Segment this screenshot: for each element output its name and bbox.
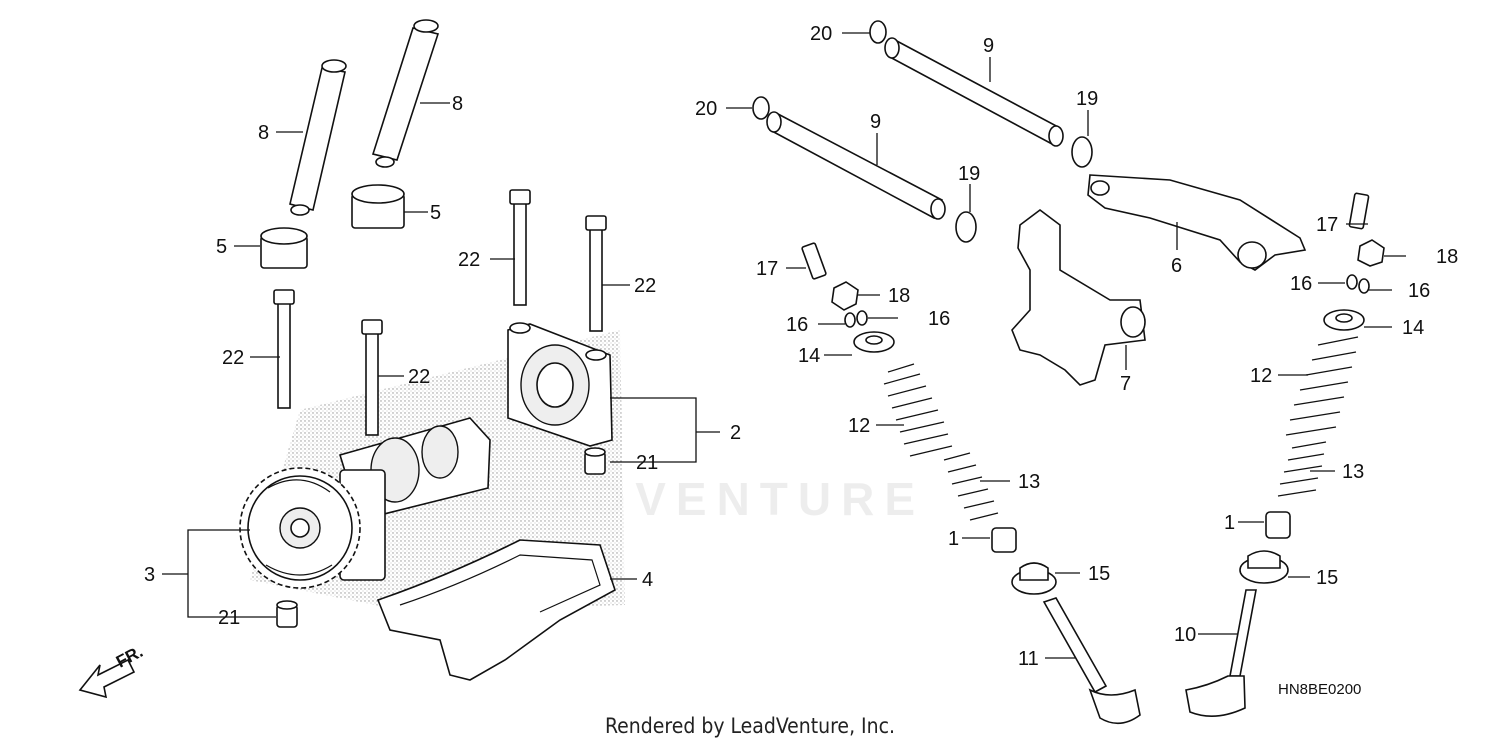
- spring-retainer-left[interactable]: [853, 331, 895, 353]
- callout-8b: 8: [452, 93, 463, 115]
- callout-13a: 13: [1018, 471, 1040, 493]
- rocker-shaft-upper[interactable]: [884, 37, 1064, 147]
- tappet-right[interactable]: [351, 184, 405, 229]
- cotters-right[interactable]: [1346, 274, 1370, 294]
- footer-credit: Rendered by LeadVenture, Inc.: [605, 714, 895, 738]
- inner-spring-right[interactable]: [1277, 441, 1327, 497]
- callout-12b: 12: [1250, 365, 1272, 387]
- dowel-pin-upper[interactable]: [584, 447, 606, 475]
- callout-22d: 22: [408, 366, 430, 388]
- spring-seat-left[interactable]: [1011, 562, 1057, 595]
- callout-5a: 5: [216, 236, 227, 258]
- diagram-code: HN8BE0200: [1278, 681, 1362, 698]
- adjusting-screw-left[interactable]: [801, 242, 827, 280]
- outer-spring-right[interactable]: [1285, 336, 1359, 436]
- callout-10: 10: [1174, 624, 1196, 646]
- valve-stem-seal-right[interactable]: [1265, 511, 1291, 539]
- callout-11: 11: [1018, 648, 1039, 670]
- exhaust-valve[interactable]: [1185, 589, 1257, 717]
- callout-16d: 16: [1408, 280, 1430, 302]
- callout-14b: 14: [1402, 317, 1424, 339]
- washer-lower[interactable]: [752, 96, 770, 120]
- callout-22c: 22: [222, 347, 244, 369]
- callout-16a: 16: [786, 314, 808, 336]
- callout-21b: 21: [218, 607, 240, 629]
- lock-nut-right[interactable]: [1357, 239, 1385, 267]
- callout-15b: 15: [1316, 567, 1338, 589]
- camshaft-holder[interactable]: [507, 322, 613, 447]
- bolt-lower-left[interactable]: [273, 289, 295, 409]
- callout-12a: 12: [848, 415, 870, 437]
- push-rod-left[interactable]: [289, 59, 347, 216]
- callout-22a: 22: [458, 249, 480, 271]
- spring-retainer-right[interactable]: [1323, 309, 1365, 331]
- callout-20b: 20: [695, 98, 717, 120]
- lock-nut-left[interactable]: [831, 281, 859, 311]
- inner-spring-left[interactable]: [943, 452, 999, 521]
- callout-5b: 5: [430, 202, 441, 224]
- callout-19b: 19: [958, 163, 980, 185]
- callout-labels: 8 8 5 5 22 22 22 22 2 21 3 21 4 20 9 20 …: [113, 23, 1458, 672]
- callout-18b: 18: [1436, 246, 1458, 268]
- callout-2: 2: [730, 422, 741, 444]
- o-ring-lower[interactable]: [955, 211, 977, 243]
- callout-14a: 14: [798, 345, 820, 367]
- callout-9a: 9: [983, 35, 994, 57]
- callout-22b: 22: [634, 275, 656, 297]
- rocker-arm-intake[interactable]: [1011, 209, 1146, 386]
- rocker-arm-exhaust[interactable]: [1087, 174, 1307, 271]
- callout-13b: 13: [1342, 461, 1364, 483]
- oil-tray[interactable]: [376, 539, 616, 681]
- cotters-left[interactable]: [844, 310, 868, 328]
- bolt-upper-left[interactable]: [509, 189, 531, 306]
- callout-20a: 20: [810, 23, 832, 45]
- dowel-pin-lower[interactable]: [276, 600, 298, 628]
- valve-stem-seal-left[interactable]: [991, 527, 1017, 553]
- callout-7: 7: [1120, 373, 1131, 395]
- callout-19a: 19: [1076, 88, 1098, 110]
- callout-1b: 1: [1224, 512, 1235, 534]
- callout-3: 3: [144, 564, 155, 586]
- spring-seat-right[interactable]: [1239, 550, 1289, 584]
- washer-upper[interactable]: [869, 20, 887, 44]
- tappet-left[interactable]: [260, 227, 308, 269]
- callout-6: 6: [1171, 255, 1182, 277]
- callout-15a: 15: [1088, 563, 1110, 585]
- bolt-lower-right[interactable]: [361, 319, 383, 436]
- rocker-shaft-lower[interactable]: [766, 111, 946, 220]
- o-ring-upper[interactable]: [1071, 136, 1093, 168]
- adjusting-screw-right[interactable]: [1348, 192, 1370, 230]
- callout-21a: 21: [636, 452, 658, 474]
- camshaft-assembly[interactable]: [239, 417, 491, 589]
- leader-lines: [162, 32, 1406, 659]
- callout-17b: 17: [1316, 214, 1338, 236]
- front-arrow-icon: [78, 658, 136, 699]
- callout-9b: 9: [870, 111, 881, 133]
- callout-17a: 17: [756, 258, 778, 280]
- callout-16c: 16: [1290, 273, 1312, 295]
- callout-16b: 16: [928, 308, 950, 330]
- outer-spring-left[interactable]: [883, 363, 953, 457]
- callout-8a: 8: [258, 122, 269, 144]
- bolt-upper-right[interactable]: [585, 215, 607, 332]
- callout-1a: 1: [948, 528, 959, 550]
- intake-valve[interactable]: [1042, 597, 1141, 725]
- push-rod-right[interactable]: [371, 19, 440, 168]
- callout-18a: 18: [888, 285, 910, 307]
- callout-4: 4: [642, 569, 653, 591]
